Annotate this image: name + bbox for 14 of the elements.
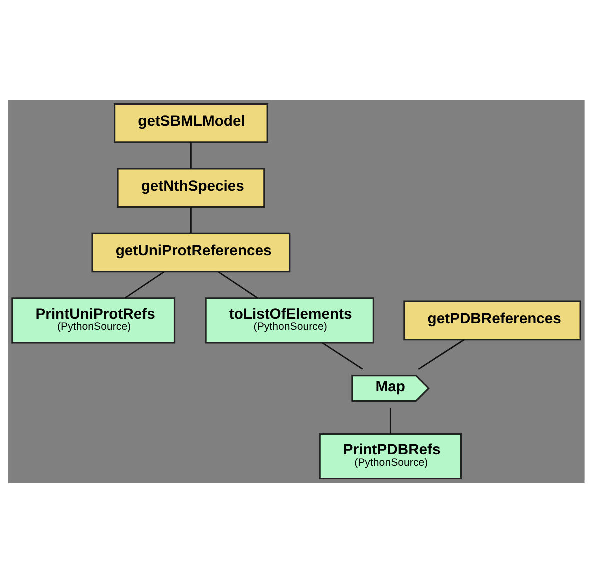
- connector: [190, 142, 192, 169]
- node-box: getUniProtReferences: [92, 232, 291, 273]
- connector: [124, 272, 164, 299]
- connector: [390, 408, 392, 434]
- node-box: PrintUniProtRefs (PythonSource): [12, 298, 176, 344]
- node-box: getSBMLModel: [114, 103, 268, 144]
- node-box: getNthSpecies: [117, 168, 266, 208]
- node-box: PrintPDBRefs (PythonSource): [319, 433, 462, 480]
- node-box: getPDBReferences: [404, 300, 582, 341]
- node-box: toListOfElements (PythonSource): [205, 298, 374, 344]
- connector: [218, 272, 258, 299]
- connector: [190, 207, 192, 234]
- connector: [418, 339, 465, 370]
- connector: [322, 342, 364, 370]
